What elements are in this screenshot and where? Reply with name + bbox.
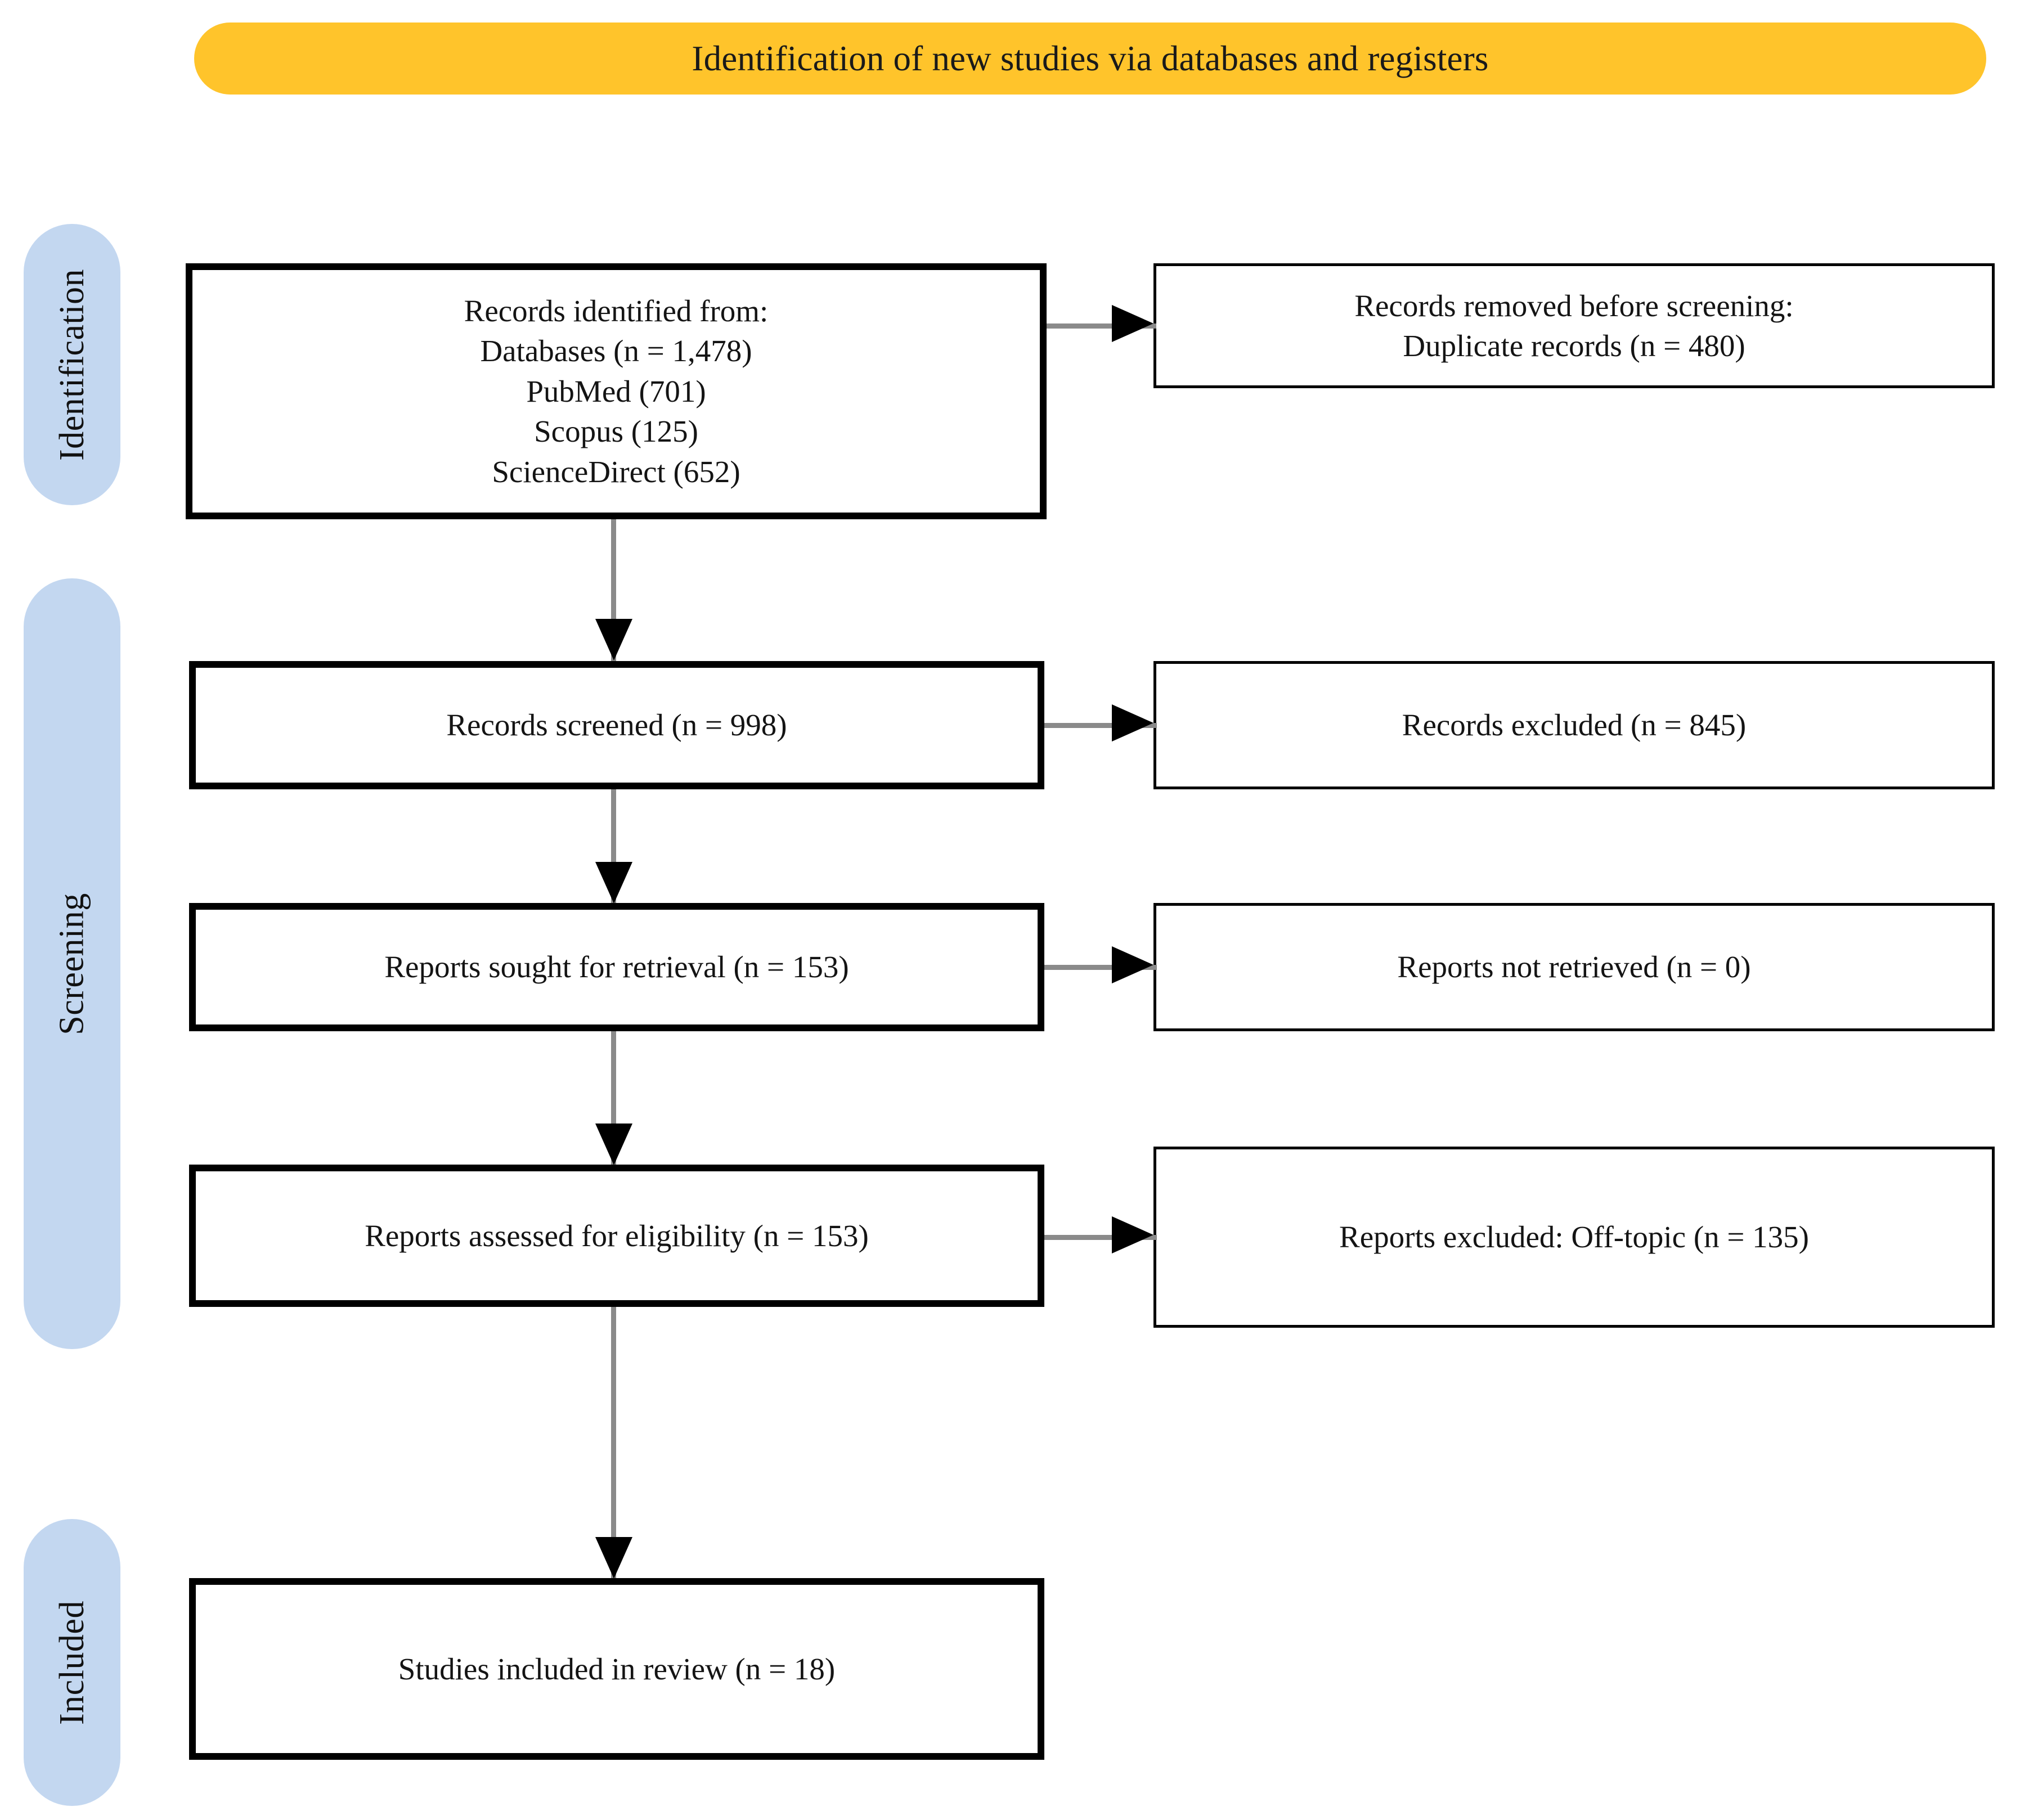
arrowhead-right-icon [1112, 946, 1153, 983]
banner-title: Identification of new studies via databa… [692, 38, 1489, 78]
connector-line-vertical [611, 1307, 616, 1578]
arrowhead-right-icon [1112, 305, 1153, 342]
connector-line-horizontal [1044, 723, 1157, 728]
box-line: Reports sought for retrieval (n = 153) [384, 950, 849, 985]
box-line: Scopus (125) [534, 414, 698, 449]
box-line: Records excluded (n = 845) [1402, 708, 1747, 743]
connector-line-vertical [611, 789, 616, 903]
stage-label-screening: Screening [52, 892, 91, 1035]
box-reports-assessed: Reports assessed for eligibility (n = 15… [189, 1165, 1044, 1307]
box-line: Databases (n = 1,478) [480, 334, 752, 369]
box-reports-not-retrieved: Reports not retrieved (n = 0) [1153, 903, 1995, 1031]
stage-pill-screening: Screening [24, 578, 120, 1349]
box-records-identified: Records identified from: Databases (n = … [186, 263, 1047, 519]
arrowhead-down-icon [595, 1537, 632, 1579]
box-line: Reports excluded: Off-topic (n = 135) [1339, 1220, 1809, 1255]
box-records-removed: Records removed before screening: Duplic… [1153, 263, 1995, 388]
connector-line-vertical [611, 1031, 616, 1165]
box-line: PubMed (701) [526, 374, 706, 408]
arrowhead-right-icon [1112, 1216, 1153, 1253]
connector-line-horizontal [1044, 1235, 1157, 1240]
box-records-excluded: Records excluded (n = 845) [1153, 661, 1995, 789]
stage-pill-identification: Identification [24, 224, 120, 505]
stage-pill-included: Included [24, 1519, 120, 1806]
box-line: ScienceDirect (652) [492, 454, 740, 489]
box-line: Records screened (n = 998) [446, 708, 787, 743]
box-line: Studies included in review (n = 18) [398, 1651, 836, 1686]
box-reports-sought: Reports sought for retrieval (n = 153) [189, 903, 1044, 1031]
box-line: Reports assessed for eligibility (n = 15… [365, 1218, 869, 1253]
box-records-screened: Records screened (n = 998) [189, 661, 1044, 789]
box-line: Duplicate records (n = 480) [1403, 329, 1745, 363]
connector-line-horizontal [1047, 323, 1156, 329]
arrowhead-down-icon [595, 862, 632, 904]
stage-label-identification: Identification [52, 268, 91, 461]
stage-label-included: Included [52, 1600, 91, 1725]
connector-line-vertical [611, 519, 616, 661]
box-line: Records identified from: [464, 293, 769, 328]
arrowhead-right-icon [1112, 704, 1153, 742]
box-line: Records removed before screening: [1354, 288, 1794, 323]
box-studies-included: Studies included in review (n = 18) [189, 1578, 1044, 1760]
box-reports-excluded-offtopic: Reports excluded: Off-topic (n = 135) [1153, 1147, 1995, 1328]
diagram-banner: Identification of new studies via databa… [194, 23, 1986, 95]
box-line: Reports not retrieved (n = 0) [1397, 950, 1751, 985]
arrowhead-down-icon [595, 619, 632, 660]
arrowhead-down-icon [595, 1124, 632, 1165]
connector-line-horizontal [1044, 965, 1157, 970]
